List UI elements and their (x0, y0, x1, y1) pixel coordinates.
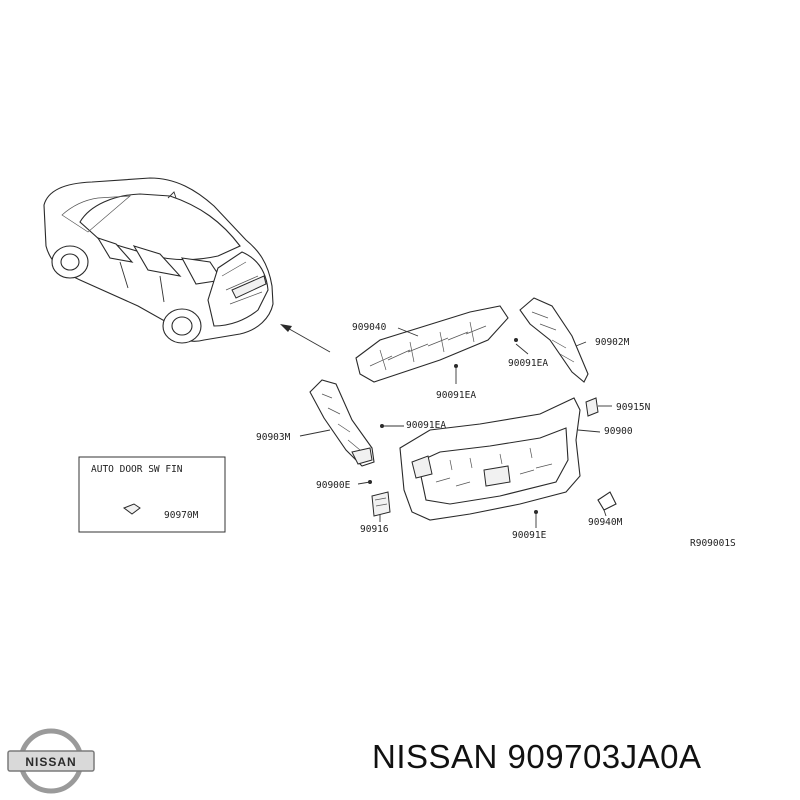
callout-90900: 90900 (604, 426, 633, 437)
callout-90970m: 90970M (164, 510, 199, 521)
nissan-logo-icon: NISSAN (7, 728, 95, 794)
callout-90915n: 90915N (616, 402, 651, 413)
left-pillar-trim-part (309, 379, 375, 467)
logo-text: NISSAN (25, 755, 76, 769)
callout-90091ea-middle: 90091EA (406, 420, 446, 431)
callout-909040: 909040 (352, 322, 387, 333)
part-number-title: NISSAN 909703JA0A (372, 738, 702, 775)
vehicle-illustration (43, 177, 274, 344)
clip-90915n-part (585, 397, 599, 417)
callout-90902m: 90902M (595, 337, 630, 348)
switch-90916-part (371, 491, 391, 517)
callout-90900e: 90900E (316, 480, 351, 491)
right-pillar-trim-part (519, 297, 589, 383)
upper-trim-part (355, 305, 509, 383)
callout-90091e: 90091E (512, 530, 547, 541)
inset-box: AUTO DOOR SW FIN 90970M (78, 456, 226, 533)
callout-90916: 90916 (360, 524, 389, 535)
callout-90091ea-top: 90091EA (436, 390, 476, 401)
callout-90903m: 90903M (256, 432, 291, 443)
callout-90091ea-upper-right: 90091EA (508, 358, 548, 369)
reference-code: R909001S (690, 538, 736, 549)
inset-title: AUTO DOOR SW FIN (91, 464, 183, 475)
main-liftgate-panel-part (399, 397, 581, 521)
bracket-90940m-part (597, 491, 617, 511)
switch-finisher-part (122, 503, 141, 515)
callout-90940m: 90940M (588, 517, 623, 528)
callout-labels: 909040 90902M 90091EA 90091EA 90915N 909… (256, 322, 651, 541)
direction-arrow (280, 324, 331, 353)
